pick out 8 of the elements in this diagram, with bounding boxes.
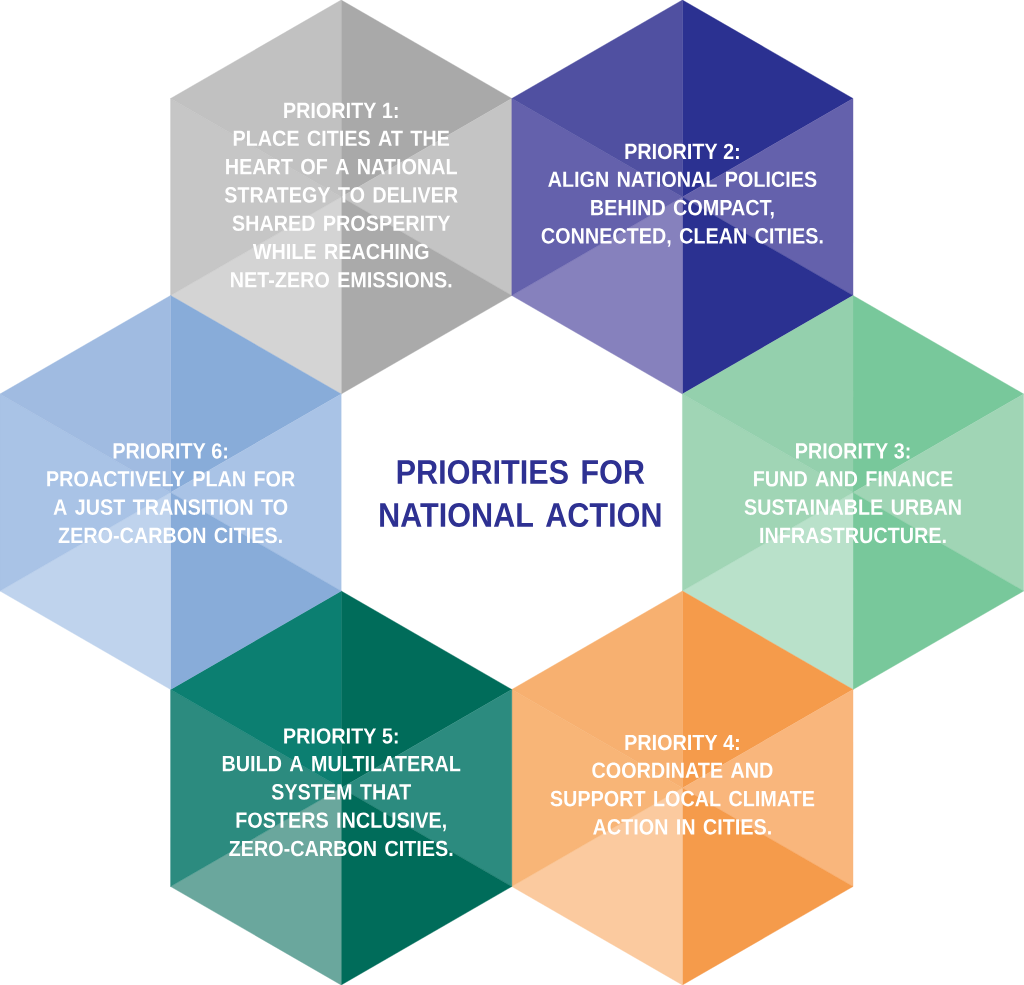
node-label: BEHIND COMPACT, CONNECTED, CLEAN CITIES. (541, 199, 823, 247)
hexagon-tile: PRIORITY 3: FUND AND FINANCE SUSTAINABLE URBAN INFRASTRUCTURE. (682, 295, 1024, 690)
node-label: SUPPORT LOCAL CLIMATE ACTION IN CITIES. (550, 790, 815, 835)
title: PRIORITIES FOR NATIONAL ACTION (380, 459, 661, 528)
hexagon-tile: PRIORITY 6: PROACTIVELY PLAN FOR A JUST TRANSITION TO ZERO-CARBON CITIES. (0, 295, 342, 690)
node-label: SUSTAINABLE URBAN INFRASTRUCTURE. (744, 499, 961, 544)
hexagon-tile: PRIORITY 2: ALIGN NATIONAL POLICIES BEHIND COMPACT, CONNECTED, CLEAN CITIES. (511, 0, 854, 395)
hexagon-tile: PRIORITY 4: COORDINATE AND SUPPORT LOCAL CLIMATE ACTION IN CITIES. (511, 590, 854, 985)
